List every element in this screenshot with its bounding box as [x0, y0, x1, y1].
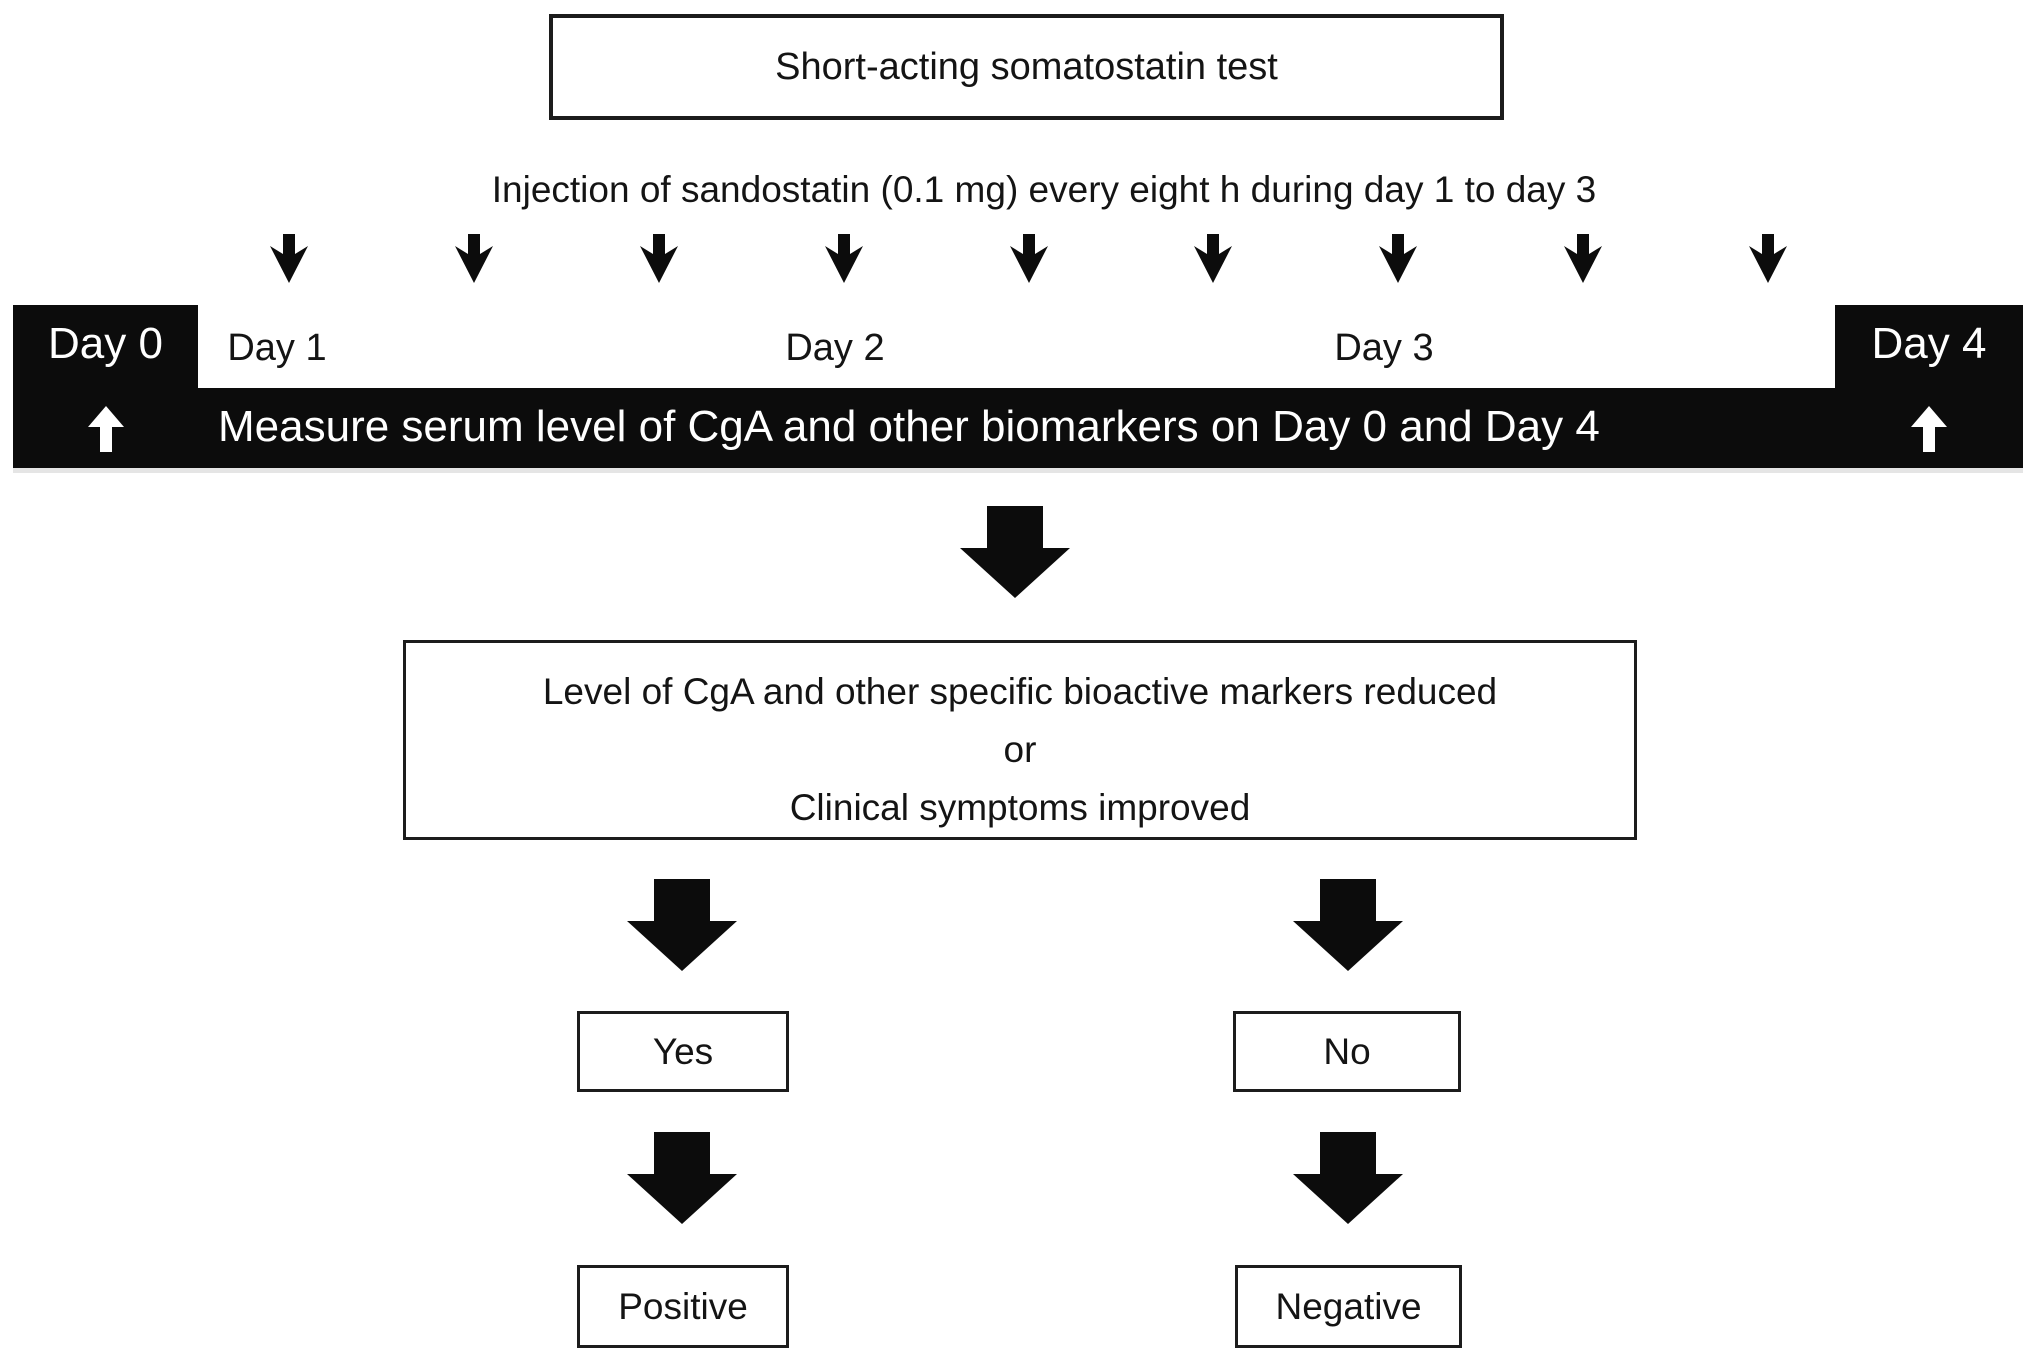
injection-note: Injection of sandostatin (0.1 mg) every …	[491, 169, 1597, 210]
injection-down-arrow-icon	[270, 234, 308, 283]
injection-down-arrow-icon	[1379, 234, 1418, 283]
day2-label: Day 2	[785, 327, 885, 369]
title-box: Short-acting somatostatin test	[549, 14, 1504, 120]
injection-arrows-row	[270, 234, 1787, 283]
criteria-line-2: or	[1003, 729, 1037, 770]
measure-up-arrow-icon	[87, 406, 124, 452]
measure-bar-text: Measure serum level of CgA and other bio…	[218, 402, 1600, 451]
injection-down-arrow-icon	[824, 234, 863, 283]
day0-block: Day 0	[13, 305, 198, 468]
injection-down-arrow-icon	[1749, 234, 1787, 283]
positive-box: Positive	[577, 1265, 789, 1348]
negative-label: Negative	[1275, 1285, 1422, 1327]
block-down-arrow-icon	[1293, 879, 1403, 971]
day0-label: Day 0	[48, 319, 163, 368]
measure-up-arrow-icon	[1911, 406, 1947, 452]
measure-bar: Measure serum level of CgA and other bio…	[13, 388, 2023, 468]
block-down-arrow-icon	[627, 879, 737, 971]
day4-block: Day 4	[1835, 305, 2023, 468]
yes-label: Yes	[652, 1030, 714, 1072]
day3-label: Day 3	[1334, 327, 1434, 369]
block-down-arrow-icon	[960, 506, 1070, 598]
criteria-line-3: Clinical symptoms improved	[789, 787, 1251, 828]
injection-down-arrow-icon	[1194, 234, 1233, 283]
title-text: Short-acting somatostatin test	[775, 45, 1278, 88]
injection-down-arrow-icon	[1564, 234, 1603, 283]
block-down-arrow-icon	[627, 1132, 737, 1224]
criteria-box: Level of CgA and other specific bioactiv…	[403, 640, 1637, 840]
positive-label: Positive	[618, 1285, 748, 1327]
injection-down-arrow-icon	[639, 234, 678, 283]
yes-box: Yes	[577, 1011, 789, 1092]
injection-down-arrow-icon	[454, 234, 493, 283]
criteria-line-1: Level of CgA and other specific bioactiv…	[542, 671, 1498, 712]
negative-box: Negative	[1235, 1265, 1462, 1348]
block-down-arrow-icon	[1293, 1132, 1403, 1224]
injection-down-arrow-icon	[1009, 234, 1048, 283]
measure-bar-shadow	[13, 468, 2023, 473]
no-label: No	[1323, 1030, 1371, 1072]
no-box: No	[1233, 1011, 1461, 1092]
timeline: Measure serum level of CgA and other bio…	[13, 305, 2023, 473]
day4-label: Day 4	[1871, 319, 1987, 368]
day1-label: Day 1	[227, 327, 327, 369]
